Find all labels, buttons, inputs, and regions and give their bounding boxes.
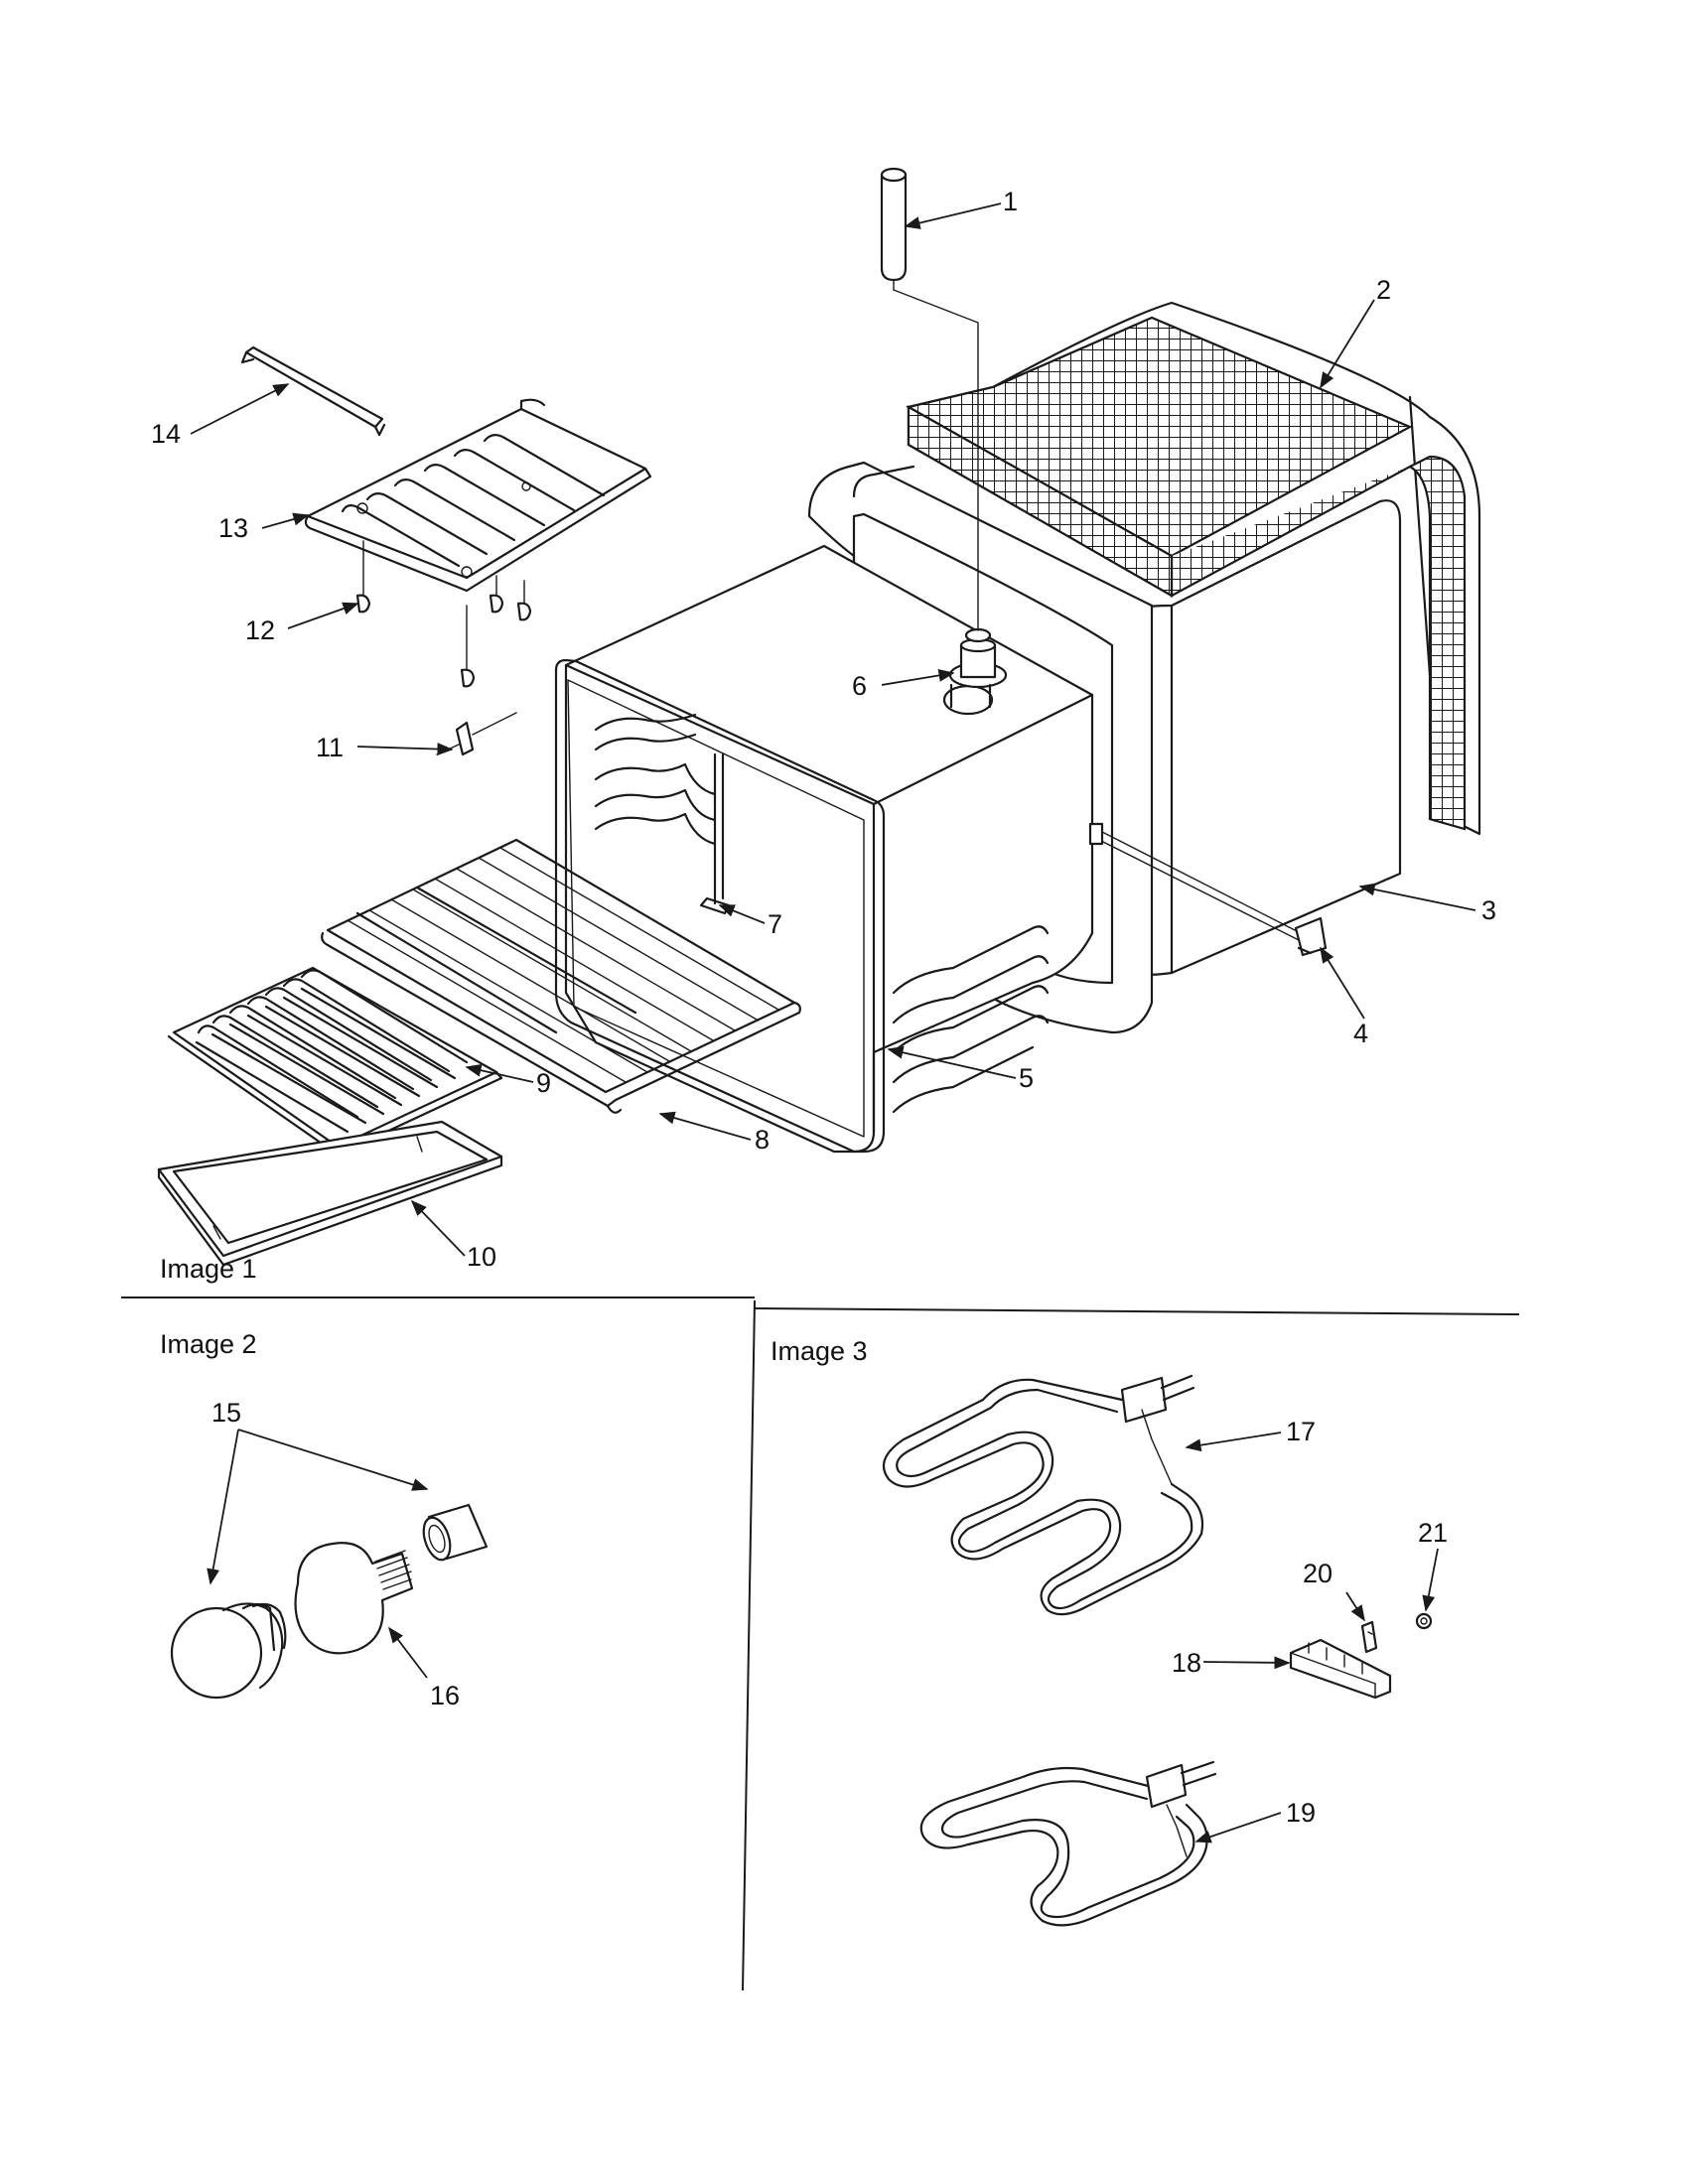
image3-heating-elements — [882, 1374, 1433, 1927]
part-17-broil-element — [882, 1374, 1204, 1616]
label-3: 3 — [1481, 895, 1496, 925]
label-7: 7 — [768, 909, 782, 939]
label-18: 18 — [1172, 1648, 1201, 1678]
label-1: 1 — [1003, 187, 1018, 216]
label-19: 19 — [1286, 1798, 1316, 1828]
label-6: 6 — [852, 671, 867, 701]
label-14: 14 — [151, 419, 181, 449]
section-title-image1: Image 1 — [160, 1254, 257, 1284]
part-12-clips — [355, 540, 532, 688]
part-20-clip — [1360, 1620, 1378, 1654]
section-title-image3: Image 3 — [771, 1336, 868, 1366]
image2-light-assembly — [170, 1503, 489, 1700]
label-12: 12 — [245, 615, 275, 645]
part-19-bake-element — [919, 1760, 1217, 1927]
part-4-sensor-bracket — [1088, 822, 1328, 957]
part-1-thermostat-bulb — [880, 167, 979, 631]
label-8: 8 — [755, 1125, 770, 1155]
label-11: 11 — [316, 733, 344, 762]
section-title-image2: Image 2 — [160, 1329, 257, 1359]
part-14-bracket — [240, 345, 386, 437]
image1-exploded-oven — [157, 167, 1481, 1267]
label-17: 17 — [1286, 1417, 1316, 1446]
label-21: 21 — [1418, 1518, 1448, 1548]
part-11-switch-bracket — [436, 712, 517, 756]
part-15-socket-sleeve — [422, 1503, 489, 1562]
label-20: 20 — [1303, 1559, 1333, 1588]
label-15: 15 — [211, 1398, 241, 1428]
part-9-broiler-grid — [167, 966, 503, 1157]
part-18-terminal-block — [1289, 1638, 1392, 1700]
label-9: 9 — [536, 1068, 551, 1098]
section-titles: Image 1 Image 2 Image 3 — [160, 1254, 868, 1366]
part-2-insulation-blanket — [906, 301, 1481, 836]
label-13: 13 — [218, 513, 248, 543]
label-4: 4 — [1353, 1019, 1368, 1048]
part-labels: 1 2 3 4 5 6 7 8 9 10 11 12 13 14 15 16 1… — [151, 187, 1496, 1828]
label-5: 5 — [1019, 1063, 1034, 1093]
part-13-baffle — [304, 398, 652, 593]
label-10: 10 — [467, 1242, 496, 1272]
leader-lines — [190, 203, 1476, 1843]
part-21-nut — [1415, 1612, 1433, 1630]
part-8-oven-rack — [321, 838, 801, 1114]
part-10-broiler-pan — [157, 1120, 503, 1267]
part-16-light-bulb — [294, 1542, 414, 1655]
part-15-lens-cover — [170, 1602, 287, 1700]
section-dividers — [121, 1297, 1520, 1991]
part-6-vent-fitting — [942, 627, 1008, 716]
label-2: 2 — [1376, 275, 1391, 305]
label-16: 16 — [430, 1681, 460, 1710]
